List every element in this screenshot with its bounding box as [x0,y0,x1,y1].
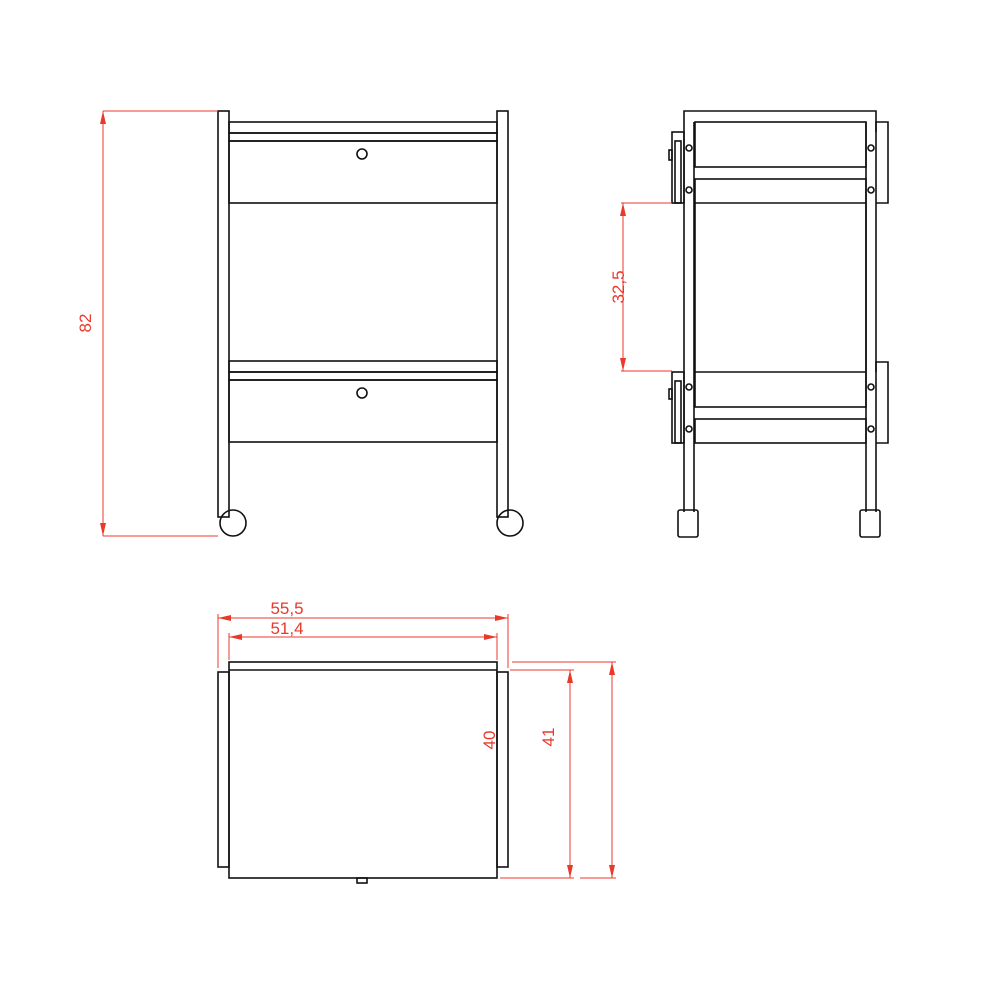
lower-drawer-knob [356,387,368,399]
dimension-label-51-4: 51,4 [270,619,303,638]
top-view [217,661,509,884]
dimension-label-32-5: 32,5 [609,270,628,303]
left-caster [677,509,699,538]
dimension-41: 41 [512,661,616,879]
dimension-40: 40 [480,669,574,879]
lower-rail [228,360,498,373]
bolt-holes [685,144,875,433]
right-side-rail [496,671,509,868]
lower-shelf-edge [228,371,498,381]
top-surface [228,661,498,879]
left-post [217,110,230,518]
right-caster-wheel [496,509,524,537]
handle [356,877,368,884]
right-caster [859,509,881,538]
top-shelf-edge [228,132,498,142]
dimension-label-41: 41 [539,728,558,747]
front-view [217,110,524,537]
dimension-32-5: 32,5 [609,202,672,372]
dimension-51-4: 51,4 [228,619,498,660]
dimension-55-5: 55,5 [217,599,509,668]
side-view [668,110,889,538]
left-caster-wheel [219,509,247,537]
top-drawer-knob [356,148,368,160]
dimension-label-82: 82 [76,314,95,333]
left-side-rail [217,671,230,868]
left-bracket-top [671,131,685,204]
lower-drawer [228,379,498,443]
dimension-label-40: 40 [480,731,499,750]
right-post [496,110,509,518]
side-bottom-panel [694,418,867,444]
dimension-label-55-5: 55,5 [270,599,303,618]
left-bracket-bottom [671,371,685,444]
dimension-82: 82 [76,110,218,537]
right-bracket-top [875,121,889,204]
top-rail [228,121,498,134]
side-frame [683,110,877,512]
side-top-panel [694,121,867,168]
top-drawer [228,140,498,204]
side-middle-panel [694,178,867,408]
right-bracket-bottom [875,361,889,444]
